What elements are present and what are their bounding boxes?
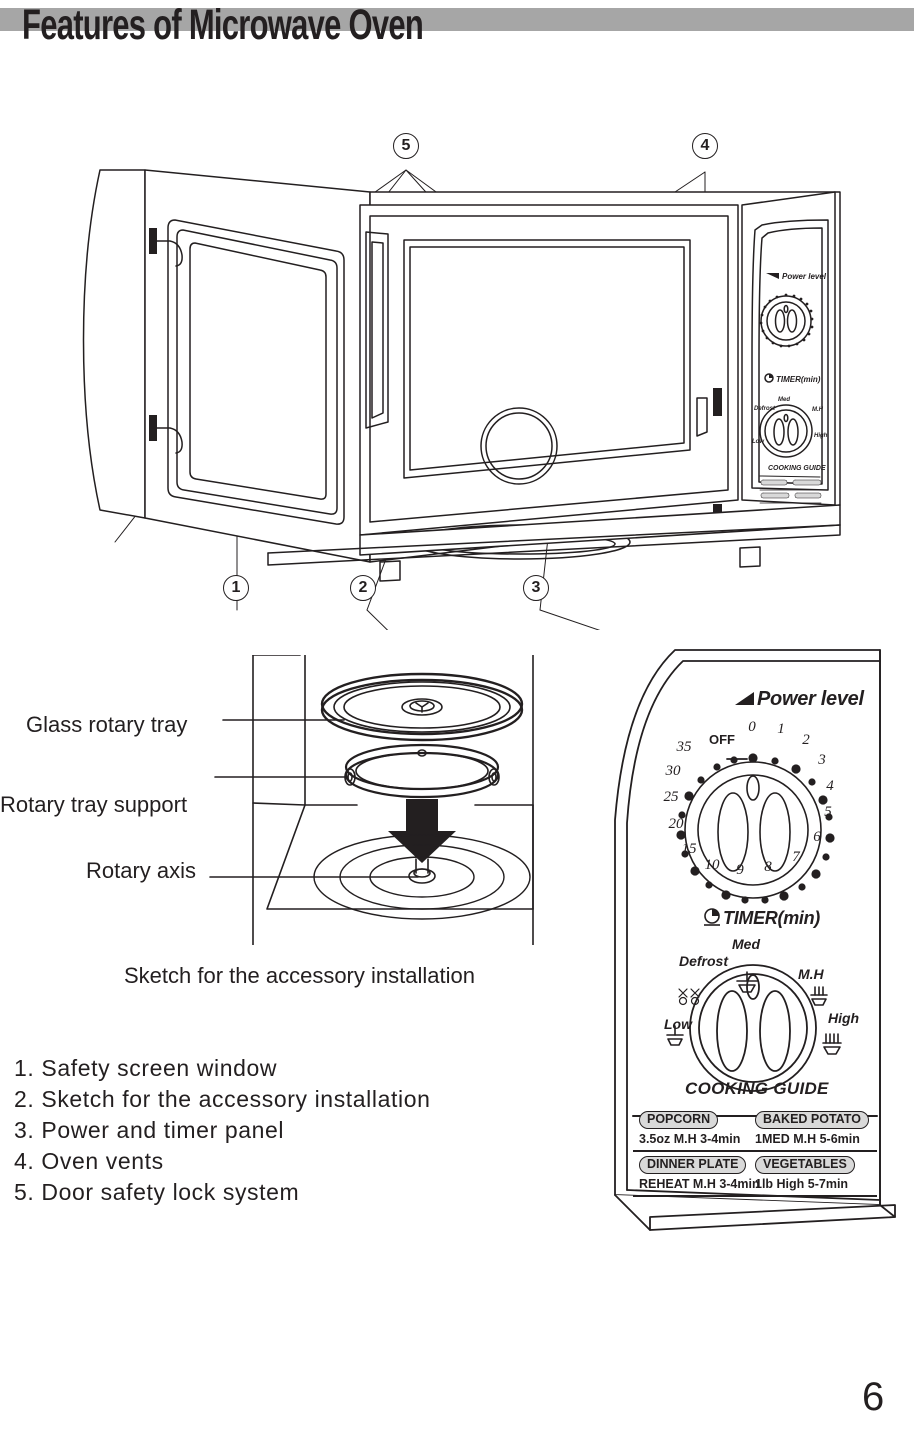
- clock-icon: [703, 908, 721, 931]
- svg-text:Defrost: Defrost: [754, 406, 776, 412]
- dial-number-0: 0: [748, 719, 756, 735]
- oven-door: [82, 169, 371, 563]
- mode-label-m-h: M.H: [798, 966, 824, 982]
- guide-instruction-dinner-plate: REHEAT M.H 3-4min: [639, 1177, 760, 1191]
- dial-number-3: 3: [818, 752, 826, 768]
- svg-text:Power level: Power level: [782, 272, 827, 281]
- guide-rule-middle: [633, 1150, 877, 1152]
- svg-text:COOKING GUIDE: COOKING GUIDE: [768, 465, 826, 472]
- guide-food-dinner-plate: DINNER PLATE: [639, 1156, 747, 1174]
- accessory-sketch-caption: Sketch for the accessory installation: [124, 963, 475, 988]
- power-level-label: Power level: [757, 688, 864, 710]
- timer-mode-icons: [666, 971, 842, 1055]
- guide-food-baked-potato: BAKED POTATO: [755, 1111, 869, 1129]
- guide-row-1: POPCORN 3.5oz M.H 3-4min BAKED POTATO 1M…: [633, 1110, 877, 1152]
- dial-number-4: 4: [826, 778, 834, 794]
- title-banner: [0, 8, 914, 31]
- timer-label: TIMER(min): [723, 908, 820, 928]
- dial-number-7: 7: [792, 849, 800, 865]
- waveguide-cover: [480, 407, 558, 485]
- page-title: Features of Microwave Oven: [22, 1, 424, 49]
- dial-number-10: 10: [704, 857, 720, 873]
- svg-text:TIMER(min): TIMER(min): [776, 375, 821, 384]
- microwave-oven-diagram: Power level TIMER(min): [0, 110, 914, 630]
- dial-number-2: 2: [802, 732, 810, 748]
- guide-food-popcorn: POPCORN: [639, 1111, 719, 1129]
- guide-instruction-popcorn: 3.5oz M.H 3-4min: [639, 1132, 741, 1146]
- dial-number-35: 35: [676, 739, 692, 755]
- assembly-arrow: [388, 799, 456, 863]
- guide-entry-baked-potato: BAKED POTATO 1MED M.H 5-6min: [755, 1110, 869, 1146]
- svg-text:Med: Med: [778, 397, 790, 403]
- guide-entry-vegetables: VEGETABLES 1lb High 5-7min: [755, 1155, 855, 1191]
- mode-label-high: High: [828, 1010, 860, 1026]
- label-rotary-axis: Rotary axis: [86, 858, 197, 883]
- callout-marker-1: 1: [223, 575, 249, 601]
- feature-list: 1. Safety screen window 2. Sketch for th…: [14, 1053, 574, 1208]
- oven-foot-left: [379, 560, 401, 582]
- glass-rotary-tray-part: [320, 672, 524, 742]
- rotary-tray-support-part: [344, 743, 500, 799]
- guide-entry-popcorn: POPCORN 3.5oz M.H 3-4min: [639, 1110, 740, 1146]
- callout-marker-5: 5: [393, 133, 419, 159]
- oven-foot-right: [739, 546, 761, 568]
- feature-item: 2. Sketch for the accessory installation: [14, 1086, 431, 1112]
- dial-number-15: 15: [681, 841, 697, 857]
- dial-number-30: 30: [665, 763, 681, 779]
- callout-marker-2: 2: [350, 575, 376, 601]
- timer-dial: [689, 964, 817, 1092]
- dial-number-8: 8: [764, 859, 772, 875]
- enlarged-control-panel-diagram: [605, 645, 905, 1235]
- dial-number-6: 6: [813, 829, 821, 845]
- guide-rule-bottom: [633, 1195, 877, 1197]
- feature-item: 3. Power and timer panel: [14, 1117, 285, 1143]
- power-dial-ticks: [676, 753, 835, 904]
- wedge-icon: [735, 692, 755, 711]
- dial-number-20: 20: [668, 816, 684, 832]
- guide-instruction-vegetables: 1lb High 5-7min: [755, 1177, 849, 1191]
- guide-food-vegetables: VEGETABLES: [755, 1156, 855, 1174]
- cooking-guide-table: POPCORN 3.5oz M.H 3-4min BAKED POTATO 1M…: [633, 1110, 877, 1197]
- feature-item: 5. Door safety lock system: [14, 1179, 300, 1205]
- dial-number-5: 5: [824, 804, 832, 820]
- svg-text:M.H: M.H: [812, 407, 824, 413]
- mode-label-med: Med: [732, 936, 760, 952]
- label-rotary-tray-support: Rotary tray support: [0, 792, 188, 817]
- callout-marker-3: 3: [523, 575, 549, 601]
- guide-instruction-baked-potato: 1MED M.H 5-6min: [755, 1132, 860, 1146]
- svg-text:Low: Low: [752, 439, 764, 445]
- mode-label-low: Low: [664, 1016, 692, 1032]
- callout-marker-4: 4: [692, 133, 718, 159]
- page-number: 6: [862, 1375, 885, 1419]
- door-lock-pin-top: [713, 388, 722, 416]
- sketch-leader-lines: [209, 719, 419, 878]
- dial-number-1: 1: [777, 721, 785, 737]
- feature-item: 1. Safety screen window: [14, 1055, 278, 1081]
- accessory-installation-sketch: [10, 654, 600, 946]
- oven-control-panel-small: Power level TIMER(min): [741, 191, 836, 506]
- dial-number-25: 25: [663, 789, 679, 805]
- guide-entry-dinner-plate: DINNER PLATE REHEAT M.H 3-4min: [639, 1155, 760, 1191]
- cooking-guide-label: COOKING GUIDE: [685, 1079, 829, 1098]
- dial-off-label: OFF: [709, 732, 735, 747]
- feature-item: 4. Oven vents: [14, 1148, 164, 1174]
- oven-body: [267, 191, 841, 582]
- support-roller-right: [488, 768, 500, 786]
- guide-row-2: DINNER PLATE REHEAT M.H 3-4min VEGETABLE…: [633, 1151, 877, 1197]
- svg-text:High: High: [814, 433, 828, 439]
- label-glass-rotary-tray: Glass rotary tray: [26, 712, 188, 737]
- dial-number-9: 9: [736, 862, 744, 878]
- safety-screen-window: [365, 231, 389, 429]
- mode-label-defrost: Defrost: [679, 953, 729, 969]
